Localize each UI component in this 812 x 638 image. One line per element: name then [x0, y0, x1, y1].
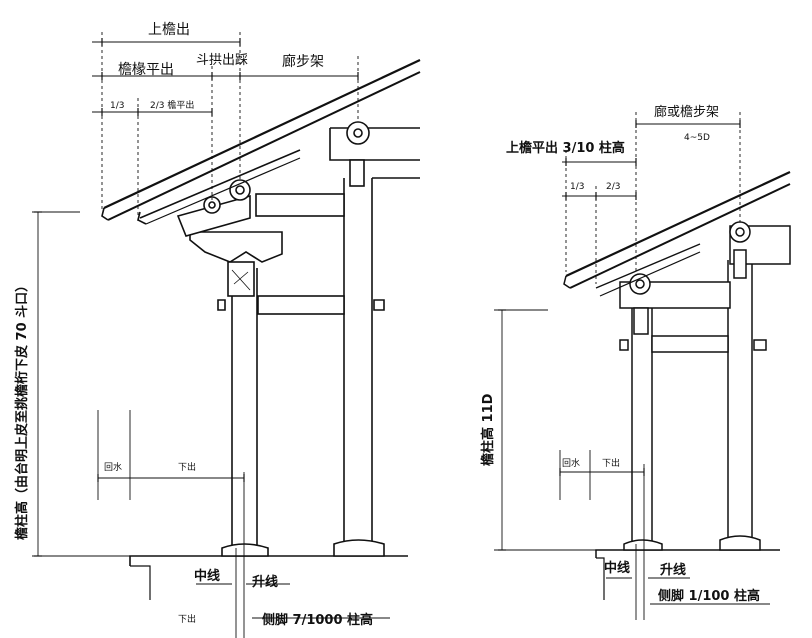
left-upper-beam	[255, 193, 345, 217]
left-label-rise-line: 升线	[252, 574, 278, 590]
left-ticks	[34, 38, 359, 557]
right-label-corridor: 廊或檐步架	[654, 104, 719, 120]
left-purlin-2	[229, 179, 251, 201]
right-dimension-lines	[494, 112, 770, 620]
left-label-center-line: 中线	[194, 568, 220, 584]
right-label-center-line: 中线	[604, 560, 630, 576]
left-label-rafter-flat: 檐椽平出	[118, 62, 174, 78]
right-platform-outline	[595, 549, 780, 558]
right-label-two-thirds: 2/3	[606, 182, 620, 192]
right-label-eave-flat: 上檐平出 3/10 柱高	[506, 140, 625, 156]
right-section	[494, 112, 791, 620]
left-label-column-height: 檐柱高（由台明上皮至挑檐桁下皮 70 斗口）	[14, 279, 30, 540]
right-label-column-height: 檐柱高 11D	[480, 393, 496, 466]
left-label-top-eave: 上檐出	[148, 22, 190, 38]
right-label-side-foot: 侧脚 1/100 柱高	[658, 588, 760, 604]
left-top-beam	[329, 127, 420, 179]
left-section	[32, 32, 421, 638]
right-label-xiachu: 下出	[602, 457, 620, 469]
left-platform-outline	[129, 555, 408, 566]
right-platform-step	[596, 557, 605, 600]
left-rear-column	[333, 178, 385, 557]
right-rear-column	[719, 260, 767, 551]
left-platform-step	[130, 565, 151, 600]
left-purlin-block	[349, 159, 365, 187]
left-label-xiachu-lower: 下出	[178, 613, 196, 625]
right-purlin-1	[629, 273, 651, 295]
right-purlin-2	[729, 221, 751, 243]
right-purlin-block-2	[733, 249, 747, 279]
right-ticks	[498, 120, 741, 551]
right-label-third: 1/3	[570, 182, 584, 192]
left-label-huishui: 回水	[104, 461, 122, 473]
right-rafters	[563, 171, 791, 297]
left-label-corridor: 廊步架	[282, 53, 324, 70]
left-purlin-1	[203, 196, 221, 214]
right-lower-beam	[651, 335, 729, 353]
left-label-xiachu-upper: 下出	[178, 461, 196, 473]
left-lower-beam	[257, 295, 345, 315]
right-label-rise-line: 升线	[660, 562, 686, 578]
left-label-bracket: 斗拱出踩	[196, 53, 248, 68]
right-label-span: 4~5D	[684, 133, 710, 143]
left-label-two-thirds: 2/3 檐平出	[150, 99, 194, 111]
left-label-third: 1/3	[110, 101, 124, 111]
left-purlin-3	[346, 121, 370, 145]
left-front-column	[217, 268, 271, 557]
left-bracket-set	[176, 194, 283, 297]
left-label-side-foot: 侧脚 7/1000 柱高	[262, 612, 373, 628]
left-dimension-lines	[32, 32, 390, 638]
right-purlin-block-1	[633, 307, 649, 335]
left-rafters	[101, 59, 421, 225]
right-label-huishui: 回水	[562, 457, 580, 469]
